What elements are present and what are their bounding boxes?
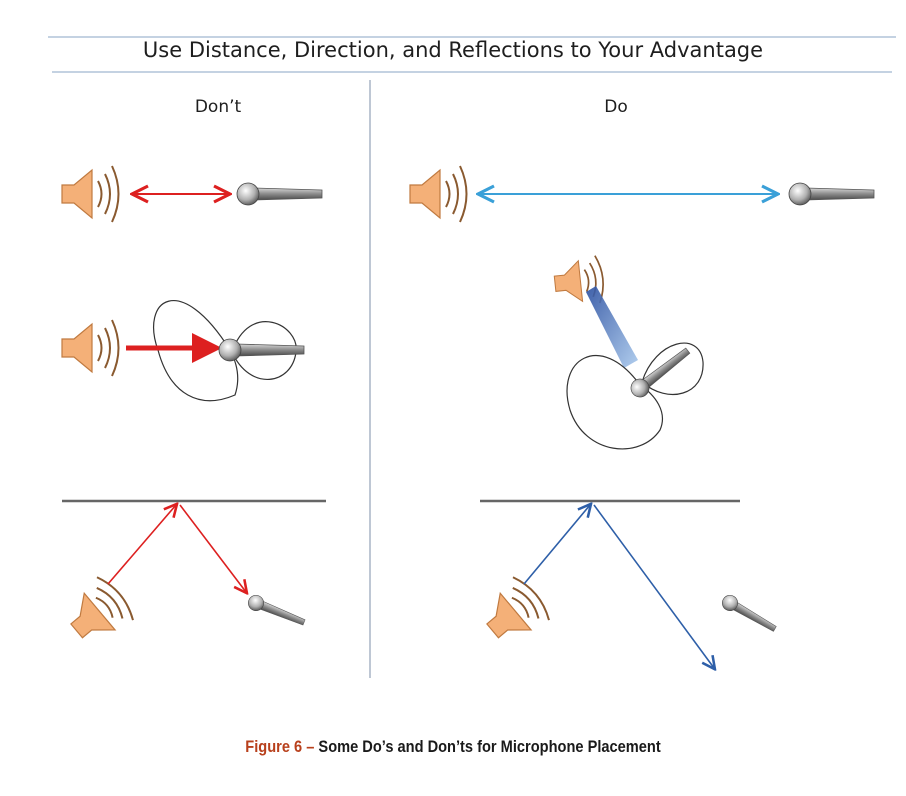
figure-caption: Figure 6 – Some Do’s and Don’ts for Micr…: [63, 737, 842, 757]
speaker-icon: [61, 319, 120, 377]
reflected-path-arrow: [593, 504, 714, 668]
speaker-icon: [473, 572, 555, 654]
microphone-icon: [719, 592, 779, 636]
microphone-icon: [236, 182, 323, 206]
incident-path-arrow: [523, 505, 590, 585]
dont-column-label: Don’t: [194, 97, 242, 117]
figure-title: Use Distance, Direction, and Reflections…: [142, 38, 764, 62]
figure-caption-text: Some Do’s and Don’ts for Microphone Plac…: [318, 737, 661, 756]
speaker-icon: [409, 165, 468, 223]
speaker-icon: [57, 572, 139, 654]
on-axis-beam: [586, 286, 638, 368]
speaker-icon: [61, 165, 120, 223]
do-column-label: Do: [604, 97, 628, 117]
polar-pattern-icon: [566, 355, 663, 450]
microphone-icon: [788, 182, 875, 206]
reflected-path-arrow: [179, 504, 246, 592]
polar-pattern-rear-lobe: [641, 342, 704, 396]
figure-number: Figure 6 –: [245, 737, 315, 756]
microphone-icon: [218, 338, 305, 362]
polar-pattern-icon: [153, 300, 239, 402]
microphone-icon: [245, 592, 308, 630]
incident-path-arrow: [107, 505, 176, 585]
